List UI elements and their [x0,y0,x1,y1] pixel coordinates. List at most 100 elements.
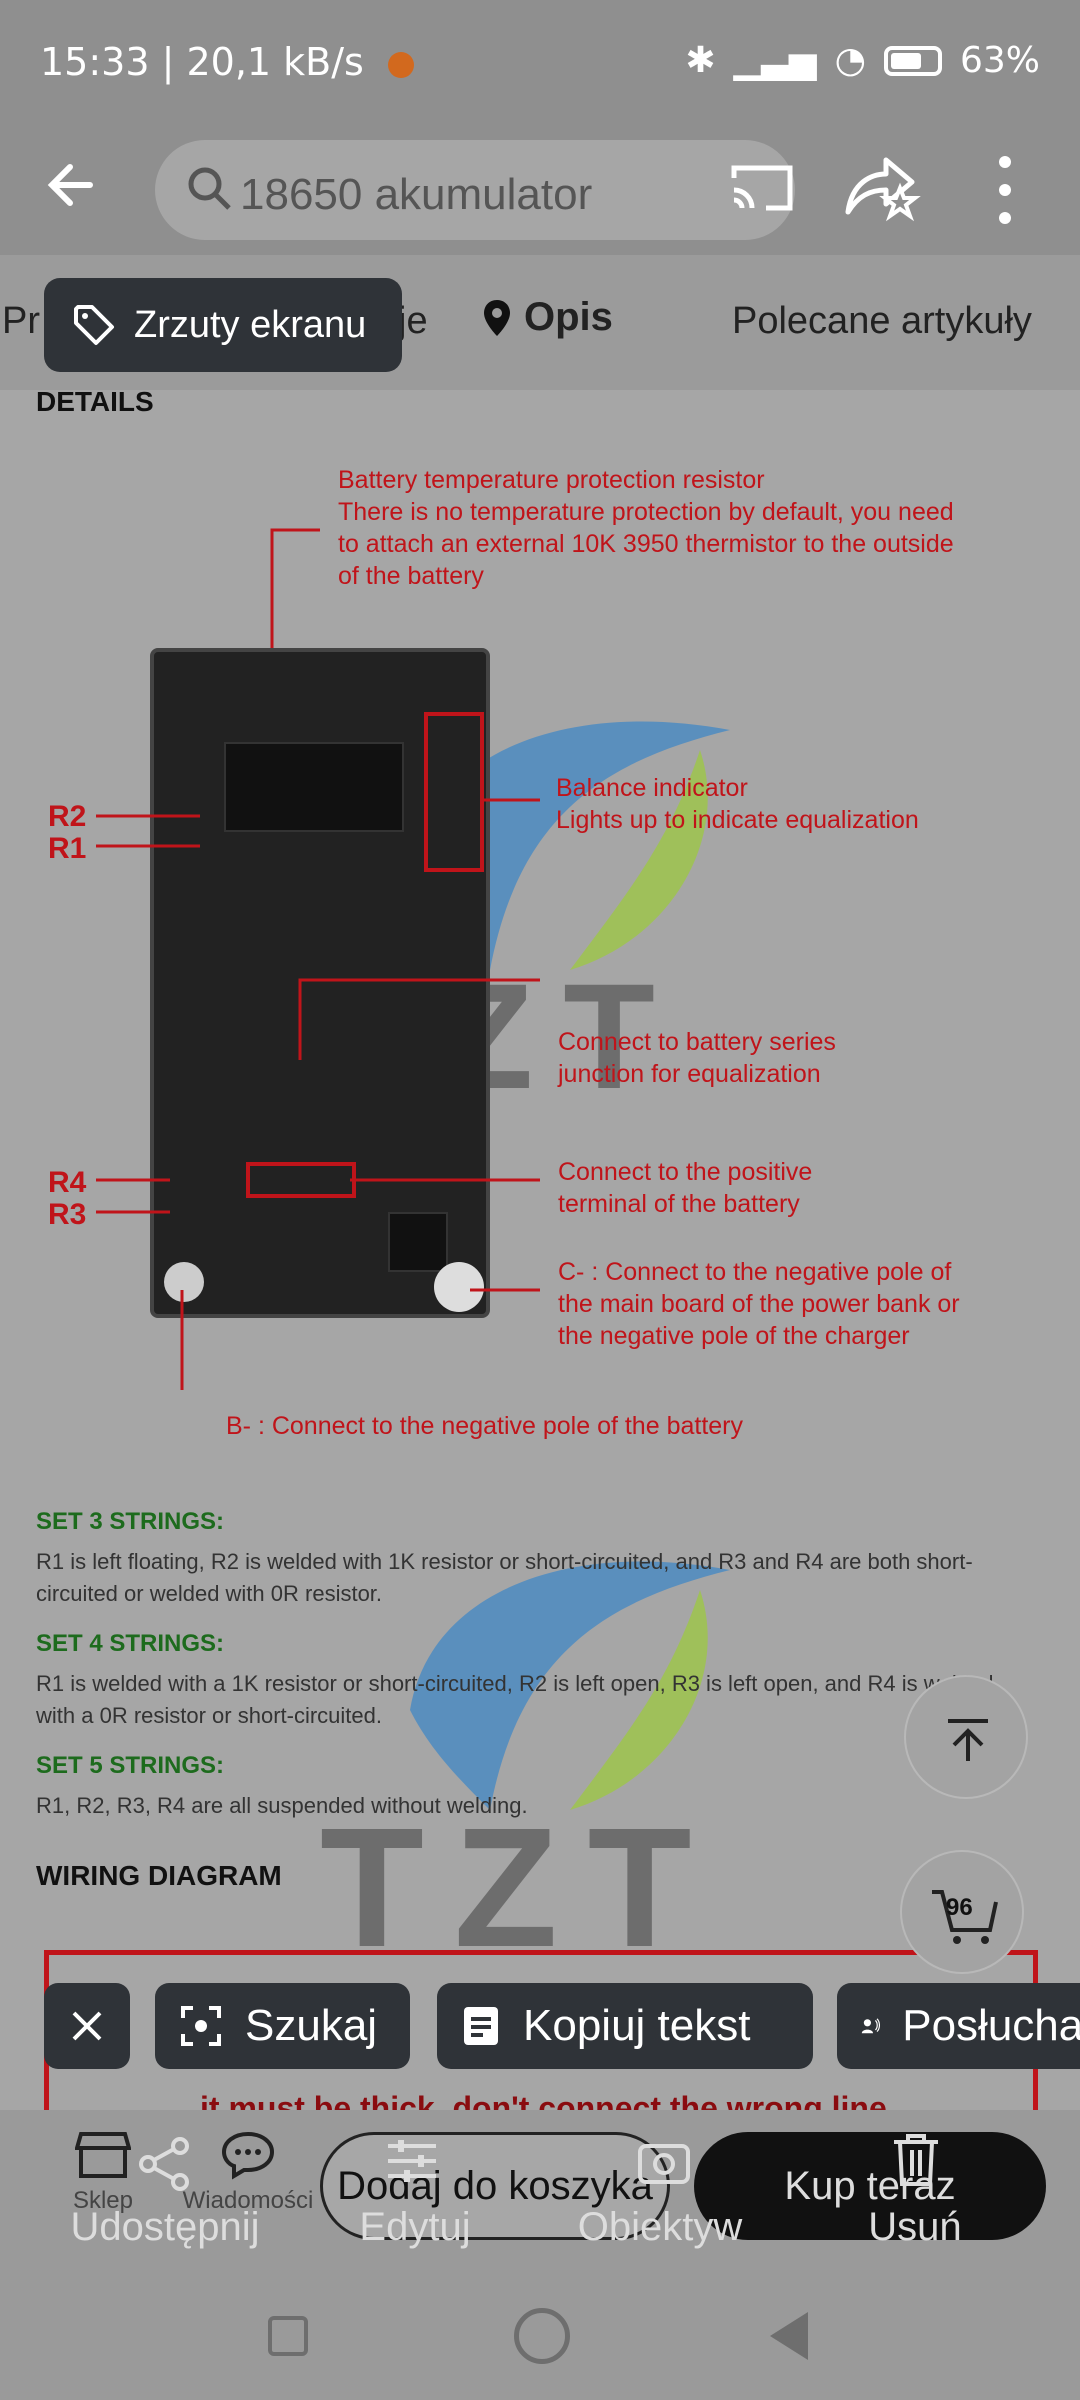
back-arrow-icon[interactable] [40,150,110,220]
search-icon [188,167,231,210]
battery-icon [883,45,942,76]
wifi-icon: ◔ [834,40,866,81]
cart-icon [932,1890,998,1944]
more-options-icon[interactable] [985,150,1025,230]
label-r1: R1 [48,832,87,865]
location-pin-icon [484,299,510,336]
share-icon[interactable] [136,2136,192,2192]
status-right: ✱ ▁▃▅ ◔ 63% [685,40,1040,81]
b-minus-pad [164,1262,204,1302]
pcb-chip [388,1212,448,1272]
lens-search-icon [181,2006,221,2046]
details-heading: DETAILS [36,390,154,417]
sliders-icon[interactable] [384,2136,440,2186]
lens-search-chip[interactable]: Szukaj [155,1983,410,2069]
cast-icon[interactable] [730,162,794,214]
annotation-c-minus-1: C- : Connect to the negative pole of [558,1258,952,1286]
listen-label: Posłuchaj [902,2001,1080,2050]
battery-percent: 63% [959,40,1040,81]
annotation-series-2: junction for equalization [558,1060,821,1088]
label-r2: R2 [48,800,87,833]
system-nav-bar [0,2260,1080,2400]
tab-polecane[interactable]: Polecane artykuły [732,300,1032,342]
label-r4: R4 [48,1166,87,1199]
cart-button[interactable]: 96 [900,1850,1024,1974]
store-icon [74,2132,132,2178]
annotation-leader-lines [96,528,540,1390]
status-bar: 15:33 | 20,1 kB/s ✱ ▁▃▅ ◔ 63% [0,0,1080,120]
screenshots-chip[interactable]: Zrzuty ekranu [44,278,402,372]
annotation-balance-1: Balance indicator [556,774,748,802]
set-5-body: R1, R2, R3, R4 are all suspended without… [36,1793,528,1818]
annotation-c-minus-2: the main board of the power bank or [558,1290,960,1318]
product-description-image[interactable]: DETAILS TZT TZT [0,390,1080,2110]
listen-chip[interactable]: Posłuchaj [837,1983,1080,2069]
arrow-up-icon [948,1719,988,1761]
messages-button[interactable]: Wiadomości [178,2130,318,2215]
tab-opis-label: Opis [524,295,613,339]
delete-label[interactable]: Usuń [868,2205,962,2249]
scroll-to-top-button[interactable] [904,1675,1028,1799]
home-icon[interactable] [514,2308,570,2364]
cart-count-badge: 96 [946,1894,973,1921]
watermark-swoosh-icon [410,1561,730,1810]
copy-text-chip[interactable]: Kopiuj tekst [437,1983,813,2069]
label-r3: R3 [48,1198,87,1231]
bottom-action-bar: Sklep Wiadomości Dodaj do koszyka Kup te… [0,2110,1080,2260]
tab-partial-left[interactable]: Pr [2,300,40,342]
pcb-board [150,648,490,1318]
annotation-positive-1: Connect to the positive [558,1158,813,1186]
document-icon [464,2007,498,2045]
chat-icon [221,2131,275,2180]
messages-label: Wiadomości [182,2187,314,2214]
recents-icon[interactable] [268,2316,308,2356]
status-time-speed: 15:33 | 20,1 kB/s [40,40,364,84]
close-icon [72,2011,102,2041]
speaker-person-icon [861,2018,881,2034]
wiring-diagram-heading: WIRING DIAGRAM [36,1860,282,1891]
shop-label: Sklep [72,2187,134,2214]
trash-icon[interactable] [890,2132,942,2188]
add-to-cart-button[interactable]: Dodaj do koszyka [320,2132,670,2240]
annotation-temp-body: There is no temperature protection by de… [338,498,954,590]
copy-text-label: Kopiuj tekst [523,2001,751,2050]
share-star-icon[interactable] [842,152,926,222]
balance-indicator-box [424,712,484,872]
set-3-title: SET 3 STRINGS: [36,1508,225,1535]
pcb-chip [224,742,404,832]
set-4-body: R1 is welded with a 1K resistor or short… [36,1671,994,1728]
search-input[interactable]: 18650 akumulator [155,140,795,240]
signal-icon: ▁▃▅ [733,40,817,81]
status-left: 15:33 | 20,1 kB/s [40,40,414,84]
lens-label[interactable]: Obiektyw [577,2205,743,2249]
watermark-swoosh-icon [410,721,730,970]
annotation-b-minus: B- : Connect to the negative pole of the… [226,1412,743,1440]
top-bar: 18650 akumulator [0,120,1080,255]
tab-opis[interactable]: Opis [482,295,613,340]
annotation-c-minus-3: the negative pole of the charger [558,1322,910,1350]
annotation-series-1: Connect to battery series [558,1028,836,1056]
c-minus-pad [434,1262,484,1312]
notification-dot-icon [387,51,414,78]
annotation-temp-title: Battery temperature protection resistor [338,466,765,494]
wiring-warning-text: it must be thick. don't connect the wron… [200,2090,896,2110]
tag-icon [74,305,114,345]
screenshots-chip-label: Zrzuty ekranu [134,303,367,346]
annotation-positive-2: terminal of the battery [558,1190,800,1218]
set-4-title: SET 4 STRINGS: [36,1630,225,1657]
share-label[interactable]: Udostępnij [70,2205,260,2249]
annotation-balance-2: Lights up to indicate equalization [556,806,919,834]
close-chips-button[interactable] [44,1983,130,2069]
set-3-body: R1 is left floating, R2 is welded with 1… [36,1549,973,1606]
shop-button[interactable]: Sklep [48,2130,158,2215]
tab-partial-mid[interactable]: je [398,300,428,342]
bluetooth-icon: ✱ [685,40,716,81]
lens-search-label: Szukaj [245,2001,378,2050]
search-text: 18650 akumulator [240,170,593,219]
buy-now-button[interactable]: Kup teraz [694,2132,1046,2240]
camera-lens-icon[interactable] [636,2136,692,2186]
edit-label[interactable]: Edytuj [359,2205,471,2249]
nav-back-icon[interactable] [770,2312,808,2360]
set-5-title: SET 5 STRINGS: [36,1752,225,1779]
